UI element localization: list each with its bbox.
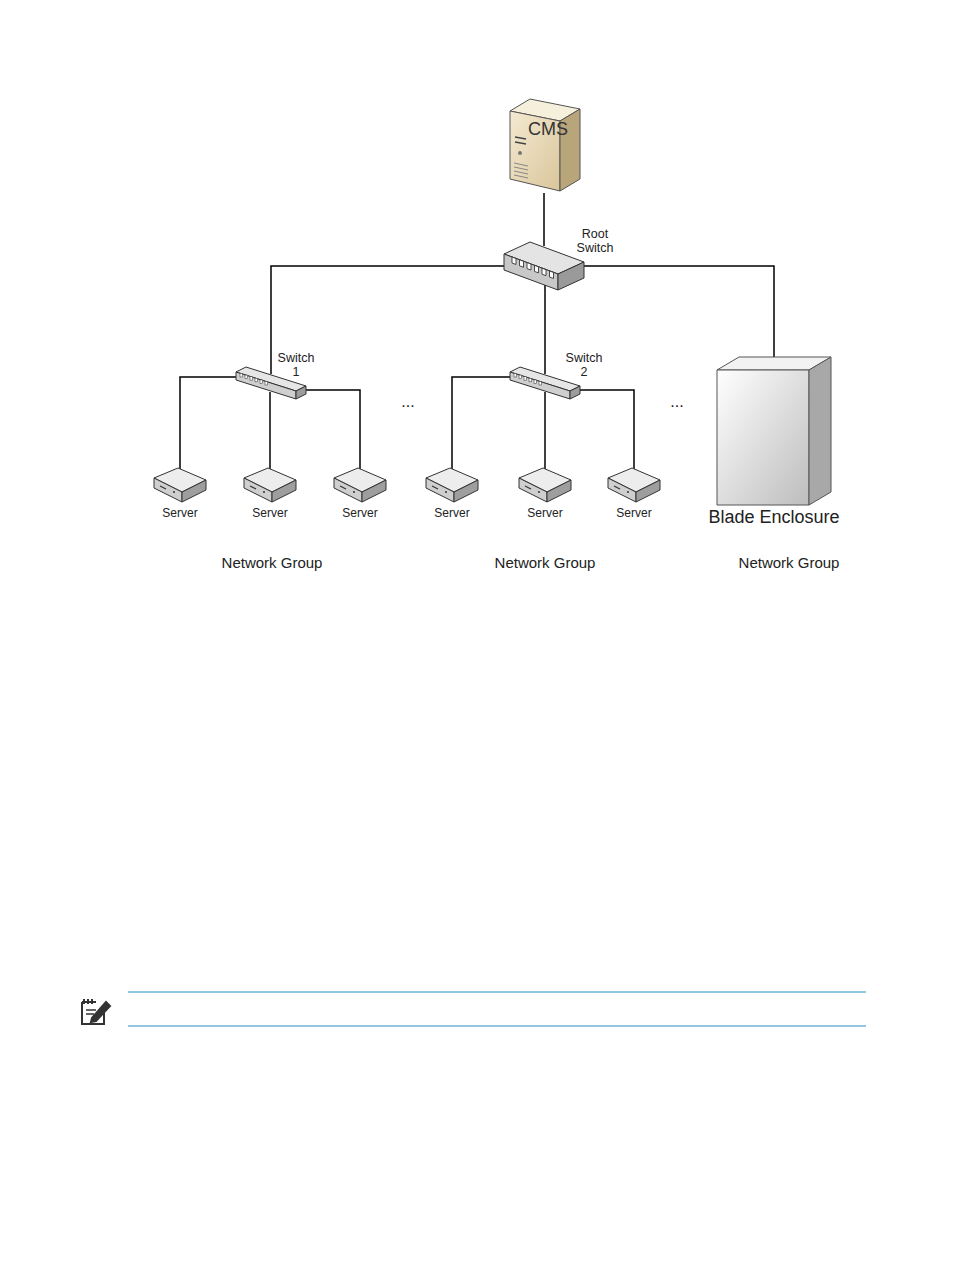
rule-line	[128, 1026, 866, 1027]
group-label: Network Group	[192, 554, 352, 571]
network-link	[269, 392, 271, 469]
blade-enclosure-icon	[716, 356, 832, 506]
root-switch-icon	[502, 234, 586, 300]
node-label: Root Switch	[572, 227, 618, 256]
node-label: Server	[599, 466, 669, 521]
network-link	[544, 392, 546, 469]
network-link	[452, 377, 510, 469]
node-label: Server	[510, 466, 580, 521]
server: Server	[599, 466, 669, 524]
server-icon	[606, 466, 662, 506]
rule-line	[128, 992, 866, 993]
network-link	[306, 390, 360, 469]
server: Server	[235, 466, 305, 524]
server: Server	[417, 466, 487, 524]
server-icon	[424, 466, 480, 506]
ellipsis: ...	[654, 393, 700, 411]
node-label: Server	[145, 466, 215, 521]
network-link	[544, 285, 546, 374]
node-label: Switch 2	[564, 351, 604, 380]
node-label: Blade Enclosure	[698, 356, 850, 528]
server-icon	[152, 466, 208, 506]
blade-enclosure: Blade Enclosure	[698, 356, 850, 534]
server: Server	[145, 466, 215, 524]
node-label: Switch 1	[276, 351, 316, 380]
network-switch: Switch 1	[234, 360, 308, 410]
network-switch: Switch 2	[508, 360, 582, 410]
cms-server-icon	[506, 97, 584, 193]
cms-server: CMS	[506, 97, 584, 193]
server: Server	[510, 466, 580, 524]
server-icon	[242, 466, 298, 506]
network-switch-icon	[508, 360, 582, 410]
ellipsis: ...	[385, 393, 431, 411]
node-label: Server	[325, 466, 395, 521]
group-label: Network Group	[709, 554, 869, 571]
root-switch: Root Switch	[502, 234, 586, 300]
node-label: CMS	[528, 119, 578, 140]
server-icon	[332, 466, 388, 506]
network-link	[580, 390, 634, 469]
note-icon	[82, 999, 110, 1024]
network-link	[543, 193, 545, 246]
network-link	[180, 377, 236, 469]
server: Server	[325, 466, 395, 524]
server-icon	[517, 466, 573, 506]
node-label: Server	[417, 466, 487, 521]
network-link	[584, 266, 774, 357]
group-label: Network Group	[465, 554, 625, 571]
node-label: Server	[235, 466, 305, 521]
